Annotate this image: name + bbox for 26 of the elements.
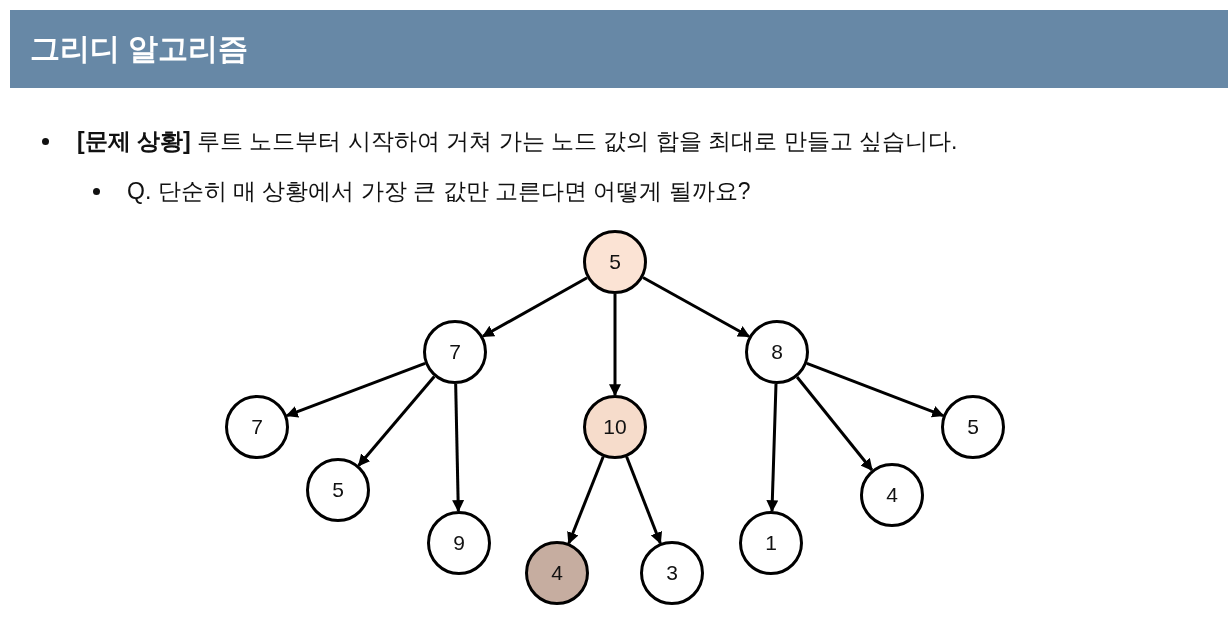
- tree-node-circle: 5: [941, 395, 1005, 459]
- arrow: [625, 456, 662, 545]
- tree-node-circle: 5: [583, 230, 647, 294]
- arrow: [452, 383, 465, 513]
- tree-node-circle: 3: [640, 541, 704, 605]
- tree-node-circle: 9: [427, 511, 491, 575]
- tree-node-circle: 4: [525, 541, 589, 605]
- tree-node-circle: 1: [739, 511, 803, 575]
- arrow: [285, 361, 426, 418]
- tree-node-circle: 8: [745, 320, 809, 384]
- title-bar: 그리디 알고리즘: [10, 10, 1228, 88]
- tree-node-circle: 5: [306, 458, 370, 522]
- arrow: [642, 276, 751, 338]
- tree-node-circle: 7: [225, 395, 289, 459]
- arrow: [357, 375, 436, 467]
- arrow: [766, 383, 779, 513]
- tree-node-circle: 10: [583, 395, 647, 459]
- tree-node-circle: 7: [423, 320, 487, 384]
- bullet-text: Q. 단순히 매 상황에서 가장 큰 값만 고른다면 어떻게 될까요?: [127, 177, 751, 206]
- arrow: [795, 376, 874, 471]
- arrow: [609, 294, 621, 397]
- arrow: [481, 276, 588, 338]
- bullet-text: [문제 상황] 루트 노드부터 시작하여 거쳐 가는 노드 값의 합을 최대로 만들고 싶습니다.: [77, 127, 958, 156]
- arrow: [567, 456, 605, 545]
- tree-node-circle: 4: [860, 463, 924, 527]
- arrow: [806, 362, 945, 418]
